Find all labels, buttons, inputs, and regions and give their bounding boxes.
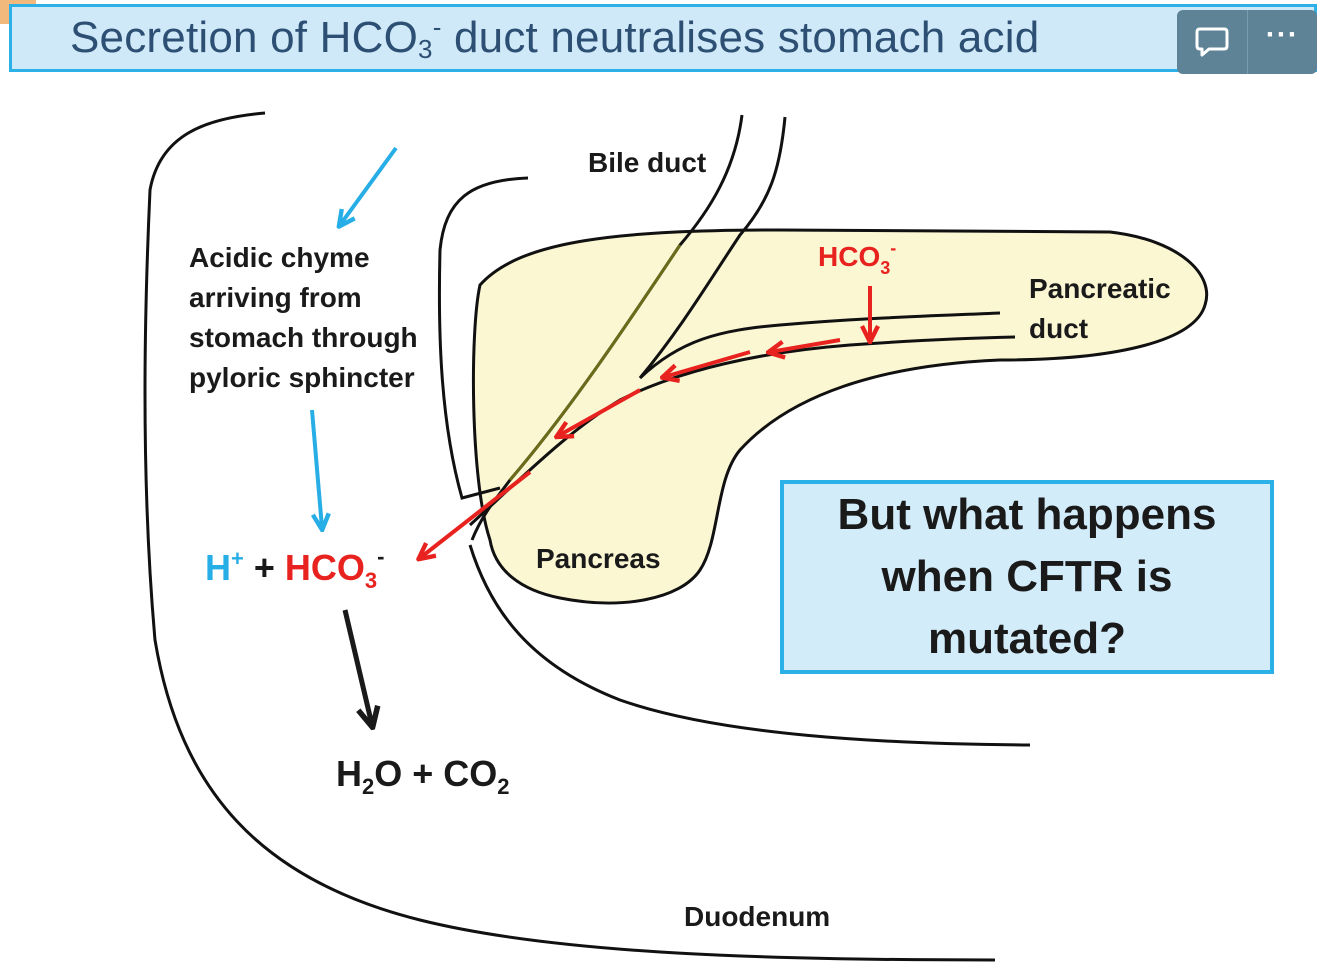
hco3-flow-arrow-2 [664, 350, 751, 377]
duodenum-inner-wall-lower [468, 544, 1031, 747]
chyme-entry-arrow [340, 146, 398, 225]
speech-bubble-icon [1195, 27, 1229, 57]
cftr-question-text: But what happens when CFTR is mutated? [837, 490, 1217, 663]
pancreatic-duct-label: Pancreatic duct [1029, 273, 1178, 344]
bile-duct-label: Bile duct [588, 147, 706, 178]
hco3-flow-arrow-3 [558, 388, 641, 436]
pancreatic-duct-upper-wall [638, 311, 1001, 380]
pancreatic-duct-lower-wall [468, 335, 1016, 527]
duodenum-label: Duodenum [684, 901, 830, 932]
hco3-flow-arrow-4 [420, 470, 532, 558]
pancreas-label: Pancreas [536, 543, 661, 574]
neutralisation-equation: H+ + HCO3- [205, 544, 384, 593]
title-bar: Secretion of HCO3- duct neutralises stom… [9, 4, 1317, 72]
duodenum-outer-wall [143, 111, 996, 962]
reaction-arrow [342, 609, 372, 725]
cftr-question-box: But what happens when CFTR is mutated? [780, 480, 1274, 674]
slide-toolbar: ··· [1177, 10, 1317, 74]
bile-duct-inner-line [508, 244, 682, 481]
hco3-secreted-label: HCO3- [818, 238, 896, 278]
more-options-button[interactable]: ··· [1246, 10, 1318, 74]
hco3-flow-arrow-1 [770, 338, 841, 352]
comment-button[interactable] [1177, 10, 1247, 74]
products-label: H2O + CO2 [336, 753, 510, 799]
bile-duct-right-wall [638, 116, 787, 379]
pancreas-shape [471, 228, 1209, 605]
more-dots-icon: ··· [1265, 18, 1299, 51]
slide-title: Secretion of HCO3- duct neutralises stom… [70, 12, 1040, 64]
chyme-down-arrow [310, 409, 322, 528]
chyme-label: Acidic chyme arriving from stomach throu… [189, 242, 425, 393]
duodenum-inner-wall-upper [437, 176, 529, 500]
